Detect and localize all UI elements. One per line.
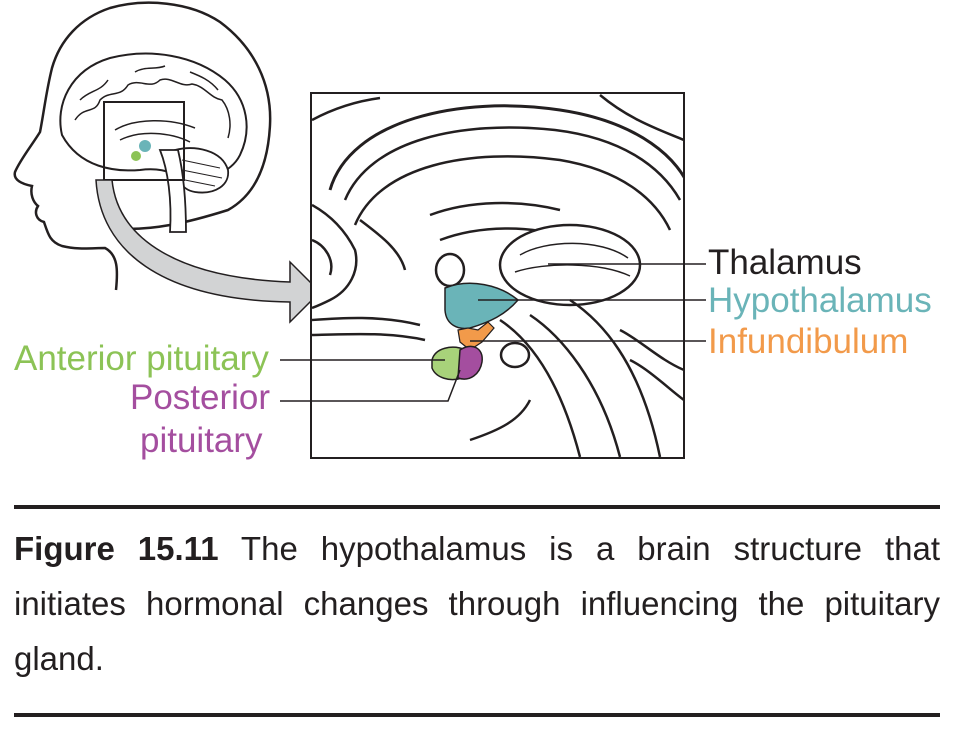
small-hypothalamus <box>139 140 151 152</box>
small-brain <box>59 52 248 180</box>
small-brainstem <box>158 149 187 233</box>
label-thalamus: Thalamus <box>708 243 862 282</box>
leader-lines <box>280 263 706 402</box>
label-anterior-pituitary: Anterior pituitary <box>14 339 269 378</box>
caption-text: The hypothalamus is a brain structure th… <box>14 530 941 677</box>
posterior-leader <box>280 369 461 402</box>
caption-figure-label: Figure 15.11 <box>14 530 219 567</box>
head-silhouette <box>13 1 272 291</box>
caption-rule-bottom <box>14 713 940 717</box>
label-infundibulum: Infundibulum <box>708 322 909 361</box>
enlarged-view <box>310 92 685 459</box>
zoom-arrow <box>95 179 322 324</box>
label-hypothalamus: Hypothalamus <box>708 281 932 320</box>
small-brain-folds <box>74 65 231 143</box>
caption-rule-top <box>14 505 940 509</box>
small-zoom-box <box>103 101 185 181</box>
label-posterior-pituitary-line2: pituitary <box>140 421 263 460</box>
infundibulum-region <box>457 321 495 351</box>
hypothalamus-region <box>444 282 520 330</box>
label-posterior-pituitary-line1: Posterior <box>130 378 271 417</box>
posterior-pituitary-region <box>457 345 483 380</box>
small-cerebellum <box>173 147 229 194</box>
figure-caption: Figure 15.11 The hypothalamus is a brain… <box>14 521 940 686</box>
small-pituitary <box>131 151 141 161</box>
